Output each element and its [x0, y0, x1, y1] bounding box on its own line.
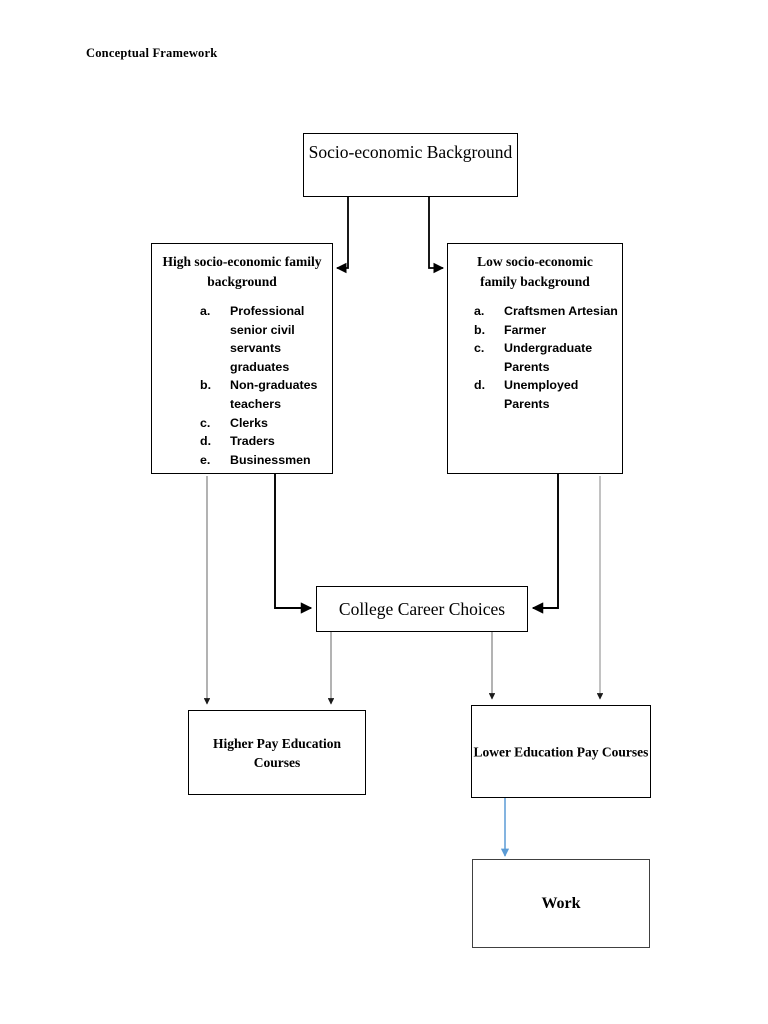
list-item: d. Traders: [200, 432, 332, 451]
list-text: Traders: [230, 434, 275, 449]
list-text: Clerks: [230, 415, 268, 430]
list-text: Craftsmen Artesian: [504, 304, 618, 318]
node-label: Lower Education Pay Courses: [473, 744, 649, 759]
list-marker: d.: [474, 378, 486, 393]
list-marker: b.: [200, 378, 212, 393]
page-title: Conceptual Framework: [86, 46, 218, 60]
node-work[interactable]: Work: [472, 859, 650, 948]
node-label: Socio-economic Background: [308, 142, 513, 162]
list-text: Unemployed Parents: [504, 378, 579, 411]
list-marker: e.: [200, 452, 211, 467]
connector-low-to-college: [531, 474, 559, 614]
list-marker: a.: [474, 304, 485, 318]
node-higher-pay-education-courses[interactable]: Higher Pay Education Courses: [188, 710, 366, 795]
list-text: Non-graduates teachers: [230, 378, 318, 411]
high-background-list: a. Professional senior civil servants gr…: [152, 302, 332, 469]
list-item: d. Unemployed Parents: [474, 376, 622, 413]
node-socio-economic-background[interactable]: Socio-economic Background: [303, 133, 518, 197]
list-marker: a.: [200, 304, 211, 318]
node-lower-education-pay-courses[interactable]: Lower Education Pay Courses: [471, 705, 651, 798]
list-item: b. Non-graduates teachers: [200, 376, 332, 413]
list-marker: c.: [474, 341, 485, 356]
connector-socio-to-high: [335, 197, 349, 274]
list-marker: d.: [200, 434, 212, 449]
node-college-career-choices[interactable]: College Career Choices: [316, 586, 528, 632]
list-item: c. Clerks: [200, 414, 332, 433]
list-text: Farmer: [504, 322, 547, 337]
list-marker: c.: [200, 415, 211, 430]
connector-high-to-college: [274, 474, 313, 614]
node-high-socio-economic-family-background[interactable]: High socio-economic family background a.…: [151, 243, 333, 474]
list-item: b. Farmer: [474, 321, 622, 340]
node-heading: High socio-economic family background: [162, 254, 322, 289]
list-item: a. Professional senior civil servants gr…: [200, 302, 332, 376]
node-label: Work: [541, 894, 581, 912]
list-text: Undergraduate Parents: [504, 341, 593, 374]
connector-socio-to-low: [428, 197, 445, 274]
node-label: College Career Choices: [338, 599, 506, 619]
node-label: Higher Pay Education Courses: [212, 735, 341, 770]
list-text: Businessmen: [230, 452, 311, 467]
list-marker: b.: [474, 322, 486, 337]
node-low-socio-economic-family-background[interactable]: Low socio-economic family background a. …: [447, 243, 623, 474]
list-text: Professional senior civil servants gradu…: [230, 304, 305, 374]
list-item: e. Businessmen: [200, 451, 332, 470]
list-item: c. Undergraduate Parents: [474, 339, 622, 376]
low-background-list: a. Craftsmen Artesian b. Farmer c. Under…: [448, 302, 622, 414]
list-item: a. Craftsmen Artesian: [474, 302, 622, 321]
node-heading: Low socio-economic family background: [477, 254, 593, 289]
